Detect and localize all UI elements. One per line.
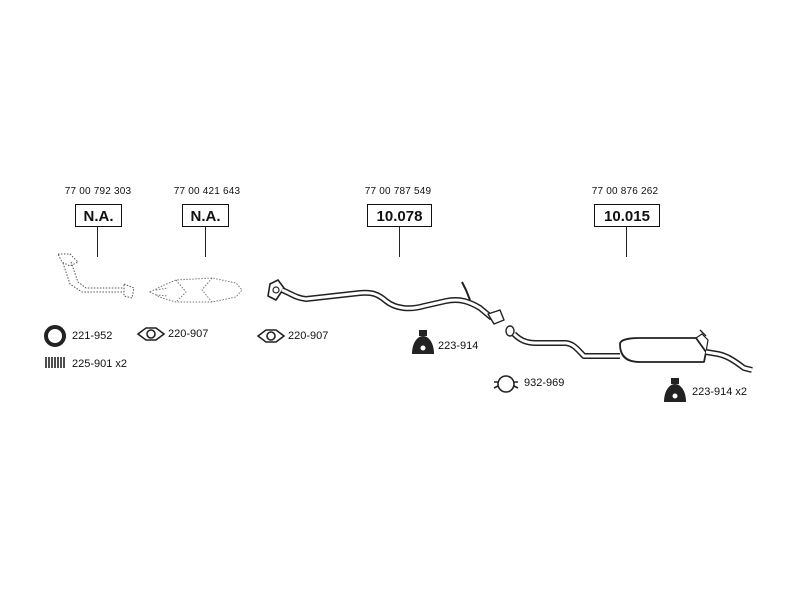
ring-gasket-icon bbox=[44, 325, 66, 347]
rubber-mount-icon bbox=[664, 378, 686, 402]
rubber-mount-icon bbox=[412, 330, 434, 354]
ref-number-front-pipe: 77 00 792 303 bbox=[64, 186, 132, 197]
flange-gasket-icon bbox=[136, 327, 166, 341]
rear-silencer-icon bbox=[505, 325, 753, 373]
leader-line-catalyst bbox=[205, 227, 207, 257]
part-label-clamp: 932-969 bbox=[524, 377, 565, 389]
code-box-middle-pipe: 10.078 bbox=[367, 204, 432, 227]
part-label-ring-gasket: 221-952 bbox=[72, 330, 113, 342]
code-box-rear-silencer: 10.015 bbox=[594, 204, 660, 227]
ref-number-middle-pipe: 77 00 787 549 bbox=[364, 186, 432, 197]
middle-pipe-icon bbox=[267, 279, 505, 325]
code-box-catalyst: N.A. bbox=[182, 204, 229, 227]
clamp-icon bbox=[493, 375, 519, 393]
leader-line-front-pipe bbox=[97, 227, 99, 257]
part-label-spring-bolt: 225-901 x2 bbox=[72, 358, 128, 370]
leader-line-middle-pipe bbox=[399, 227, 401, 257]
leader-line-rear-silencer bbox=[626, 227, 628, 257]
part-label-flange-gasket-2: 220-907 bbox=[288, 330, 329, 342]
flange-gasket-icon bbox=[256, 329, 286, 343]
catalytic-converter-icon bbox=[148, 277, 243, 303]
ref-number-rear-silencer: 77 00 876 262 bbox=[591, 186, 659, 197]
front-pipe-icon bbox=[57, 253, 135, 299]
part-label-rubber-mount-1: 223-914 bbox=[438, 340, 479, 352]
part-label-flange-gasket-1: 220-907 bbox=[168, 328, 209, 340]
code-box-front-pipe: N.A. bbox=[75, 204, 122, 227]
spring-bolt-icon bbox=[45, 357, 65, 368]
ref-number-catalyst: 77 00 421 643 bbox=[173, 186, 241, 197]
part-label-rubber-mount-2: 223-914 x2 bbox=[692, 386, 748, 398]
